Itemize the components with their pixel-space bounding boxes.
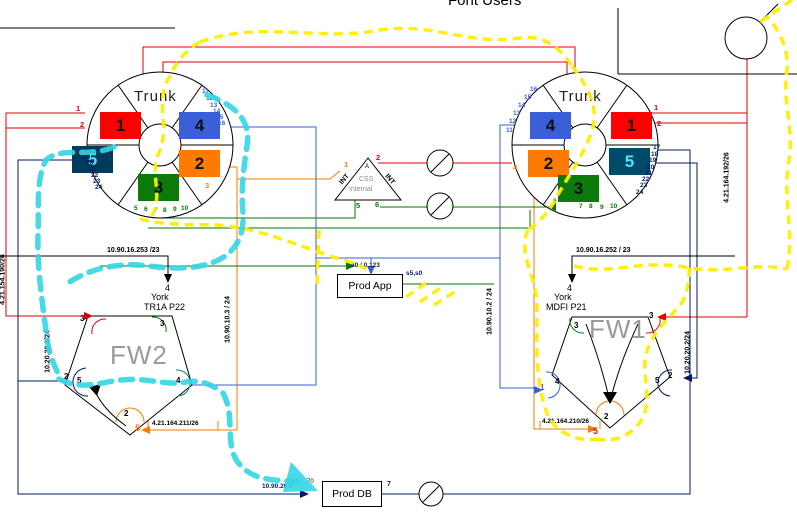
fw2-port: 5 bbox=[77, 376, 82, 385]
prod-db-node: Prod DB bbox=[322, 481, 382, 507]
fw2-port: 3 bbox=[80, 314, 85, 323]
trunk-left-port-4: 4 bbox=[179, 112, 220, 139]
orange-lines bbox=[142, 166, 601, 431]
port-number: 11 bbox=[202, 88, 209, 95]
port-number: 21 bbox=[645, 170, 653, 177]
users-node bbox=[724, 16, 768, 60]
port-number: 2 bbox=[657, 119, 662, 128]
css-triangle bbox=[333, 157, 403, 201]
fw1-name: FW1 bbox=[589, 314, 647, 344]
fw2-outside-ip: 4.21.164.211/26 bbox=[152, 420, 199, 427]
left-edge-ip: 4.21.154.190/26 bbox=[0, 254, 7, 305]
port-number: 10 bbox=[610, 203, 618, 210]
prod-app-ports: s5,s0 bbox=[406, 270, 423, 277]
fw1-outside-ip: 4.21.164.210/26 bbox=[542, 418, 589, 425]
port-number: 4 bbox=[513, 163, 518, 172]
port-number: 11 bbox=[506, 127, 513, 134]
port-number: 5 bbox=[134, 205, 138, 212]
port-number: 22 bbox=[642, 176, 650, 183]
fw1-port: 5 bbox=[593, 426, 599, 436]
fw1-inside-ip: 10.20.20.2/24 bbox=[684, 331, 692, 374]
prod-app-note: 60 / 0.123 bbox=[351, 262, 380, 269]
port-number: 1 bbox=[654, 103, 659, 112]
port-number: 6 bbox=[144, 206, 148, 213]
port-number: 7 bbox=[154, 207, 158, 214]
css-top-label: A bbox=[365, 164, 370, 170]
port-number: 10 bbox=[181, 205, 189, 212]
port-number: 19 bbox=[649, 157, 657, 164]
port-number: 3 bbox=[205, 181, 210, 190]
prod-db-ip: 10.90.20.5 bbox=[262, 483, 293, 490]
css-port-6: 6 bbox=[375, 200, 380, 209]
fw1-port: 2 bbox=[604, 412, 609, 421]
trunk-left-port-3: 3 bbox=[138, 174, 179, 201]
fw1-port: 3 bbox=[649, 311, 654, 320]
fw1-port: 3 bbox=[574, 321, 579, 330]
port-number: 16 bbox=[218, 120, 226, 127]
trunk-left-label: Trunk bbox=[134, 88, 177, 105]
trunk-left-port-1: 1 bbox=[100, 112, 141, 139]
trunk-right-port-3: 3 bbox=[558, 175, 599, 202]
css-port-2: 2 bbox=[376, 153, 381, 162]
fw1-port: 5 bbox=[655, 376, 660, 385]
device-left-site: York bbox=[151, 292, 169, 302]
fw2-pentagon bbox=[64, 315, 193, 436]
fw2-port: 5 bbox=[135, 423, 141, 433]
fw2-inside-ip: 10.20.20.3/24 bbox=[44, 330, 52, 373]
trunk-right-port-2: 2 bbox=[528, 150, 569, 177]
port-number: 14 bbox=[518, 102, 526, 109]
device-right-site: York bbox=[554, 292, 572, 302]
device-left-port: 4 bbox=[165, 283, 171, 293]
port-number: 18 bbox=[651, 151, 659, 158]
port-number: 6 bbox=[553, 198, 557, 205]
trunk-right-port-4: 4 bbox=[530, 112, 571, 139]
device-left-ip: 10.90.16.253 /23 bbox=[107, 247, 160, 254]
port-number: 15 bbox=[524, 94, 532, 101]
port-number: 2 bbox=[80, 120, 85, 129]
css-port-1: 1 bbox=[344, 160, 349, 169]
fw1-port: 4 bbox=[555, 377, 560, 386]
device-right-name: MDFI P21 bbox=[546, 302, 587, 312]
port-number: 23 bbox=[640, 182, 648, 189]
fw2-port: 4 bbox=[176, 376, 181, 385]
css-port-5: 5 bbox=[356, 201, 361, 210]
port-number: 16 bbox=[530, 86, 538, 93]
fw1-dmz-ip: 10.90.10.2 / 24 bbox=[486, 288, 494, 335]
fw2-name: FW2 bbox=[110, 340, 168, 370]
port-number: 9 bbox=[173, 206, 177, 213]
prod-app-node: Prod App bbox=[337, 274, 403, 298]
fw2-port: 2 bbox=[124, 409, 129, 418]
css-name: CSS bbox=[359, 176, 374, 183]
port-number: 24 bbox=[636, 189, 644, 196]
prod-db-tag: 70 bbox=[307, 479, 314, 485]
port-number: 7 bbox=[579, 203, 583, 210]
fw1-port: 2 bbox=[668, 371, 673, 380]
device-left-name: TR1A P22 bbox=[144, 302, 186, 312]
fw2-port: 3 bbox=[160, 319, 165, 328]
port-number: 20 bbox=[647, 164, 655, 171]
trunk-right-port-1: 1 bbox=[611, 112, 652, 139]
fw1-port: 1 bbox=[540, 383, 545, 392]
right-edge-ip: 4.21.164.192/26 bbox=[723, 152, 731, 203]
port-number: 13 bbox=[513, 110, 521, 117]
port-number: 8 bbox=[163, 207, 167, 214]
port-number: 8 bbox=[589, 203, 593, 210]
port-number: 17 bbox=[653, 144, 661, 151]
port-number: 9 bbox=[600, 204, 604, 211]
trunk-left-port-2: 2 bbox=[179, 150, 220, 177]
trunk-right-label: Trunk bbox=[559, 88, 602, 105]
port-number: 1 bbox=[76, 104, 81, 113]
port-number: 24 bbox=[95, 184, 103, 191]
page-title: Font Users bbox=[448, 0, 522, 9]
prod-db-port: 7 bbox=[387, 481, 391, 488]
fw2-dmz-ip: 10.90.10.3 / 24 bbox=[224, 296, 232, 343]
port-number: 12 bbox=[509, 118, 517, 125]
break-symbols bbox=[418, 149, 454, 507]
trunk-right-port-5: 5 bbox=[609, 148, 650, 175]
css-name-2: Internal bbox=[349, 186, 373, 193]
fw2-port: 2 bbox=[64, 372, 69, 381]
device-right-ip: 10.90.16.252 / 23 bbox=[576, 247, 631, 254]
